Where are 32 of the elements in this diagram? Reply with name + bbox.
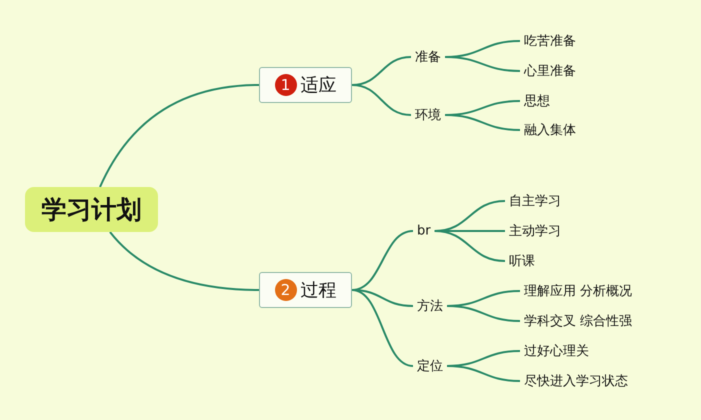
- central-topic: 学习计划: [25, 187, 158, 232]
- number-badge: 1: [274, 74, 296, 96]
- topic-label: 过程: [300, 279, 336, 302]
- branch-label: 定位: [413, 355, 447, 377]
- branch-label: 听课: [505, 250, 539, 272]
- branch-label: 理解应用 分析概况: [520, 280, 636, 302]
- branch-label: 融入集体: [520, 119, 580, 141]
- branch-label: 准备: [411, 46, 445, 68]
- branch-label: 过好心理关: [520, 340, 593, 362]
- branch-label: 自主学习: [505, 190, 565, 212]
- branch-label: br: [413, 222, 435, 240]
- connector: [444, 56, 520, 72]
- connector: [444, 114, 520, 131]
- connector: [434, 230, 506, 262]
- branch-label: 尽快进入学习状态: [520, 370, 632, 392]
- connector: [446, 305, 520, 322]
- branch-label: 环境: [411, 104, 445, 126]
- connector: [99, 84, 260, 188]
- connector: [352, 84, 412, 116]
- topic-box: [259, 67, 352, 103]
- branch-label: 方法: [413, 295, 447, 317]
- connector: [446, 365, 520, 382]
- topic-box: [259, 272, 352, 308]
- branch-label: 学科交叉 综合性强: [520, 310, 636, 332]
- branch-label: 主动学习: [505, 220, 565, 242]
- connector: [352, 289, 414, 367]
- branch-label: 吃苦准备: [520, 30, 580, 52]
- connector: [109, 231, 260, 291]
- topic-label: 适应: [300, 74, 336, 97]
- number-badge: 2: [274, 279, 296, 301]
- branch-label: 心里准备: [520, 60, 580, 82]
- branch-label: 思想: [520, 90, 554, 112]
